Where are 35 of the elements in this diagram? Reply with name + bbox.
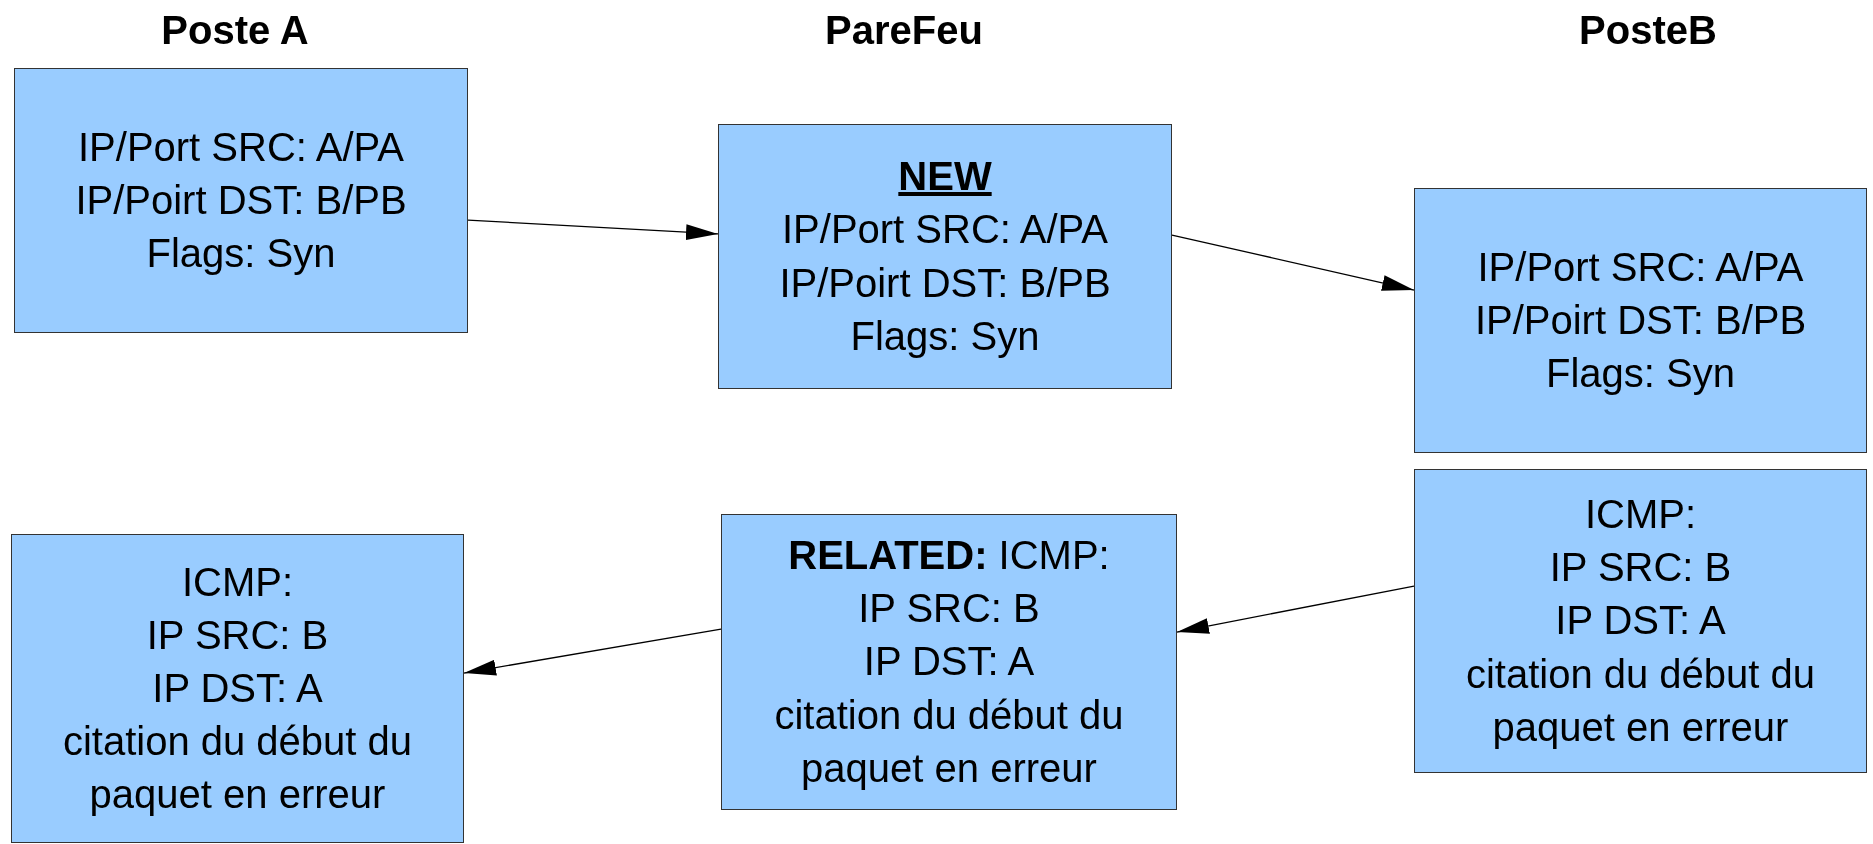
packet-field: NEW [898, 150, 992, 204]
packet-field: Flags: Syn [146, 227, 336, 281]
column-heading: PareFeu [824, 8, 984, 53]
packet-field: IP/Poirt DST: B/PB [75, 173, 407, 228]
packet-box [11, 534, 464, 843]
packet-field: ICMP: [1584, 488, 1697, 542]
arrow [463, 628, 722, 676]
packet-field: IP DST: A [152, 661, 323, 716]
arrow [467, 219, 719, 241]
arrow [1171, 234, 1415, 291]
packet-box [1414, 188, 1867, 453]
column-heading: Poste A [160, 8, 310, 53]
packet-box [718, 124, 1172, 389]
packet-field: IP/Port SRC: A/PA [77, 120, 404, 174]
packet-field: citation du début du paquet en erreur [1425, 647, 1856, 754]
packet-field: IP/Port SRC: A/PA [781, 203, 1108, 257]
packet-field: ICMP: [181, 555, 294, 609]
packet-field: IP SRC: B [1549, 541, 1732, 595]
packet-field: IP DST: A [863, 635, 1035, 689]
packet-field: IP SRC: B [146, 608, 329, 662]
packet-field: RELATED: ICMP: [788, 529, 1110, 583]
packet-field: citation du début du paquet en erreur [732, 688, 1166, 795]
arrow [1176, 585, 1415, 634]
packet-field: IP/Poirt DST: B/PB [779, 256, 1111, 310]
packet-field: IP/Port SRC: A/PA [1477, 240, 1804, 294]
column-heading: PosteB [1578, 8, 1718, 53]
packet-box [1414, 469, 1867, 773]
packet-field: IP DST: A [1555, 594, 1726, 648]
packet-field: IP/Poirt DST: B/PB [1474, 293, 1807, 348]
packet-field: citation du début du paquet en erreur [22, 715, 453, 822]
packet-box [721, 514, 1177, 810]
packet-field: Flags: Syn [850, 309, 1040, 363]
packet-field: IP SRC: B [858, 582, 1040, 636]
packet-field: Flags: Syn [1546, 347, 1735, 401]
packet-box [14, 68, 468, 333]
